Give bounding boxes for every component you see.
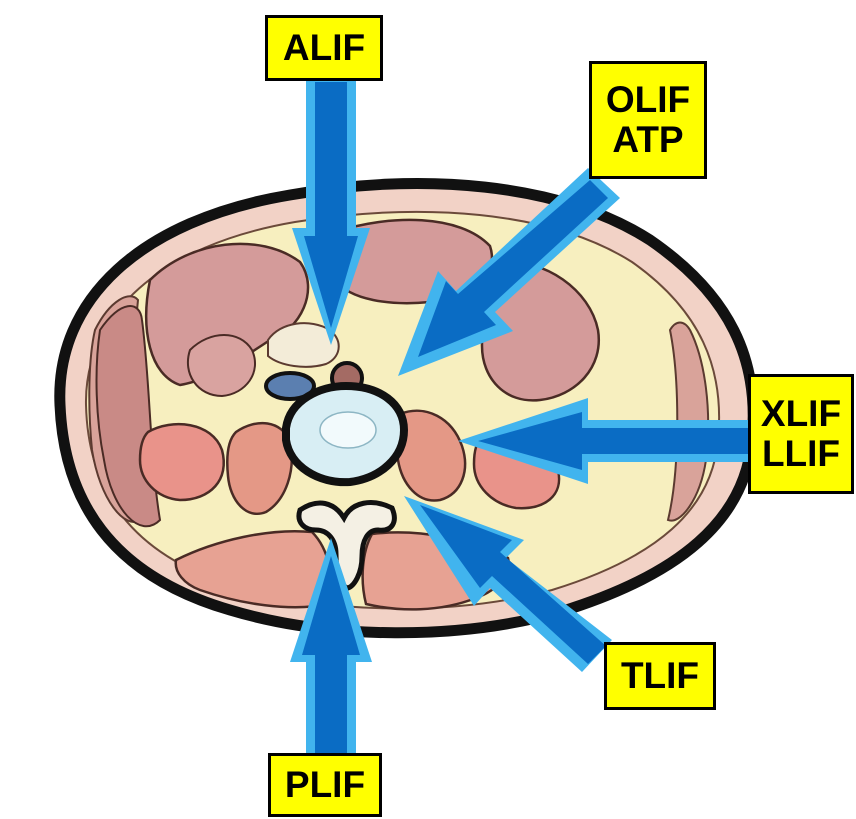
- axial-body-cross-section: [60, 184, 753, 633]
- alif-label: ALIF: [265, 15, 383, 81]
- olif-label-text: OLIF: [606, 80, 690, 120]
- tlif-label-text: TLIF: [621, 656, 699, 696]
- atp-label-text: ATP: [612, 120, 683, 160]
- alif-label-text: ALIF: [283, 28, 365, 68]
- plif-label-text: PLIF: [285, 765, 365, 805]
- xlif-llif-label: XLIF LLIF: [748, 374, 854, 494]
- plif-label: PLIF: [268, 753, 382, 817]
- left-kidney: [140, 424, 224, 500]
- tlif-label: TLIF: [604, 642, 716, 710]
- llif-label-text: LLIF: [762, 434, 840, 474]
- xlif-label-text: XLIF: [761, 394, 841, 434]
- olif-atp-label: OLIF ATP: [589, 61, 707, 179]
- nucleus-pulposus: [320, 412, 376, 448]
- bowel-center: [188, 335, 255, 396]
